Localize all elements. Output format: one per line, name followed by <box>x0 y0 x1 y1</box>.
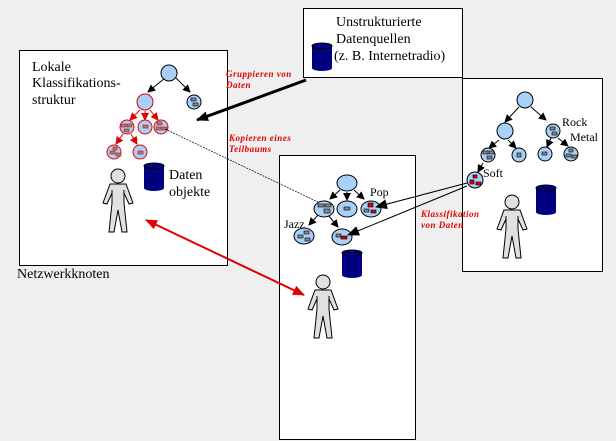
rock-label: Rock <box>562 115 588 129</box>
right-data-cylinder-icon <box>535 184 557 215</box>
right-tree-edges <box>477 106 569 173</box>
middle-user-person-icon <box>307 274 339 339</box>
local-data-cylinder-icon <box>143 162 165 191</box>
tree-node <box>466 171 484 189</box>
local-structure-title-line3: struktur <box>32 93 76 108</box>
tree-node <box>496 122 514 140</box>
tree-node <box>516 91 534 109</box>
tree-node <box>160 64 178 82</box>
metal-label: Metal <box>570 130 598 144</box>
network-node-label: Netzwerkknoten <box>17 267 110 282</box>
source-title-line3: (z. B. Internetradio) <box>334 49 446 64</box>
local-user-person-icon <box>102 168 134 233</box>
classify-arrow-pop <box>375 182 468 210</box>
tree-node <box>136 93 154 111</box>
local-structure-title-line2: Klassifikations- <box>32 76 121 91</box>
right-network-node-box <box>462 78 603 272</box>
group-data-arrow <box>196 78 307 122</box>
data-objects-label-line2: objekte <box>169 185 211 200</box>
source-title-line1: Unstrukturierte <box>336 15 422 30</box>
local-tree-nodes <box>106 64 202 160</box>
local-structure-title-line1: Lokale <box>32 60 71 75</box>
tree-node <box>186 94 202 110</box>
copy-subtree-annotation-line2: Teilbaums <box>229 144 272 154</box>
tree-node <box>545 123 561 139</box>
middle-data-cylinder-icon <box>341 249 363 278</box>
middle-tree-nodes <box>293 174 382 246</box>
user-connection-arrow <box>145 219 305 296</box>
source-title-line2: Datenquellen <box>336 32 411 47</box>
pop-label: Pop <box>370 185 389 199</box>
classify-arrow-data <box>347 185 468 236</box>
tree-node <box>336 174 358 192</box>
right-tree-nodes <box>466 91 579 189</box>
classify-data-annotation-line2: von Daten <box>421 220 464 230</box>
group-data-annotation-line1: Gruppieren von <box>226 69 292 79</box>
data-objects-label-line1: Daten <box>169 168 203 183</box>
group-data-annotation-line2: Daten <box>226 80 251 90</box>
middle-tree-edges <box>308 189 365 228</box>
soft-label: Soft <box>483 166 504 180</box>
jazz-label: Jazz <box>284 217 305 231</box>
local-tree-edges <box>115 77 191 145</box>
copy-subtree-annotation-line1: Kopieren eines <box>229 133 292 143</box>
right-user-person-icon <box>496 194 528 259</box>
source-cylinder-icon <box>311 42 333 71</box>
classify-data-annotation-line1: Klassifikation <box>421 209 480 219</box>
tree-node <box>480 147 496 163</box>
copy-subtree-line <box>164 128 321 204</box>
